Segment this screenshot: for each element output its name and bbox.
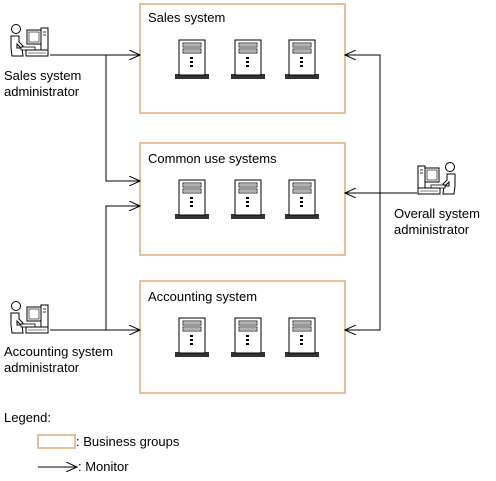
accounting-admin-label-line1: Accounting system [4, 344, 114, 359]
legend-business-group-swatch [37, 434, 76, 449]
overall-admin-icon [418, 163, 455, 195]
server-icon [284, 317, 320, 358]
accounting-admin-label-line2: administrator [4, 360, 80, 375]
monitor-arrow-overall-to-sales [345, 55, 381, 193]
server-icon [230, 317, 266, 358]
server-icon [230, 39, 266, 80]
overall-admin-label-line2: administrator [394, 222, 470, 237]
server-icon [284, 179, 320, 220]
group-title-accounting: Accounting system [148, 289, 258, 304]
server-icon [284, 39, 320, 80]
monitor-arrow-sales-to-common [105, 55, 140, 181]
legend-business-groups-label: : Business groups [76, 434, 180, 449]
accounting-admin-icon [10, 301, 49, 334]
group-box-common [139, 142, 346, 256]
server-icon [230, 179, 266, 220]
sales-admin-icon [10, 24, 49, 57]
overall-admin-label-line1: Overall system [394, 206, 480, 221]
monitor-arrow-overall-to-accounting [345, 193, 381, 330]
sales-admin-label-line2: administrator [4, 84, 80, 99]
group-box-accounting [139, 280, 346, 394]
sales-admin-label-line1: Sales system [4, 68, 82, 83]
server-icon [174, 179, 210, 220]
server-icon [174, 39, 210, 80]
group-title-sales: Sales system [148, 10, 226, 25]
group-title-common: Common use systems [148, 151, 277, 166]
legend-title: Legend: [4, 410, 51, 425]
monitor-arrow-accounting-to-common [105, 206, 140, 330]
legend-monitor-label: : Monitor [78, 459, 129, 474]
server-icon [174, 317, 210, 358]
